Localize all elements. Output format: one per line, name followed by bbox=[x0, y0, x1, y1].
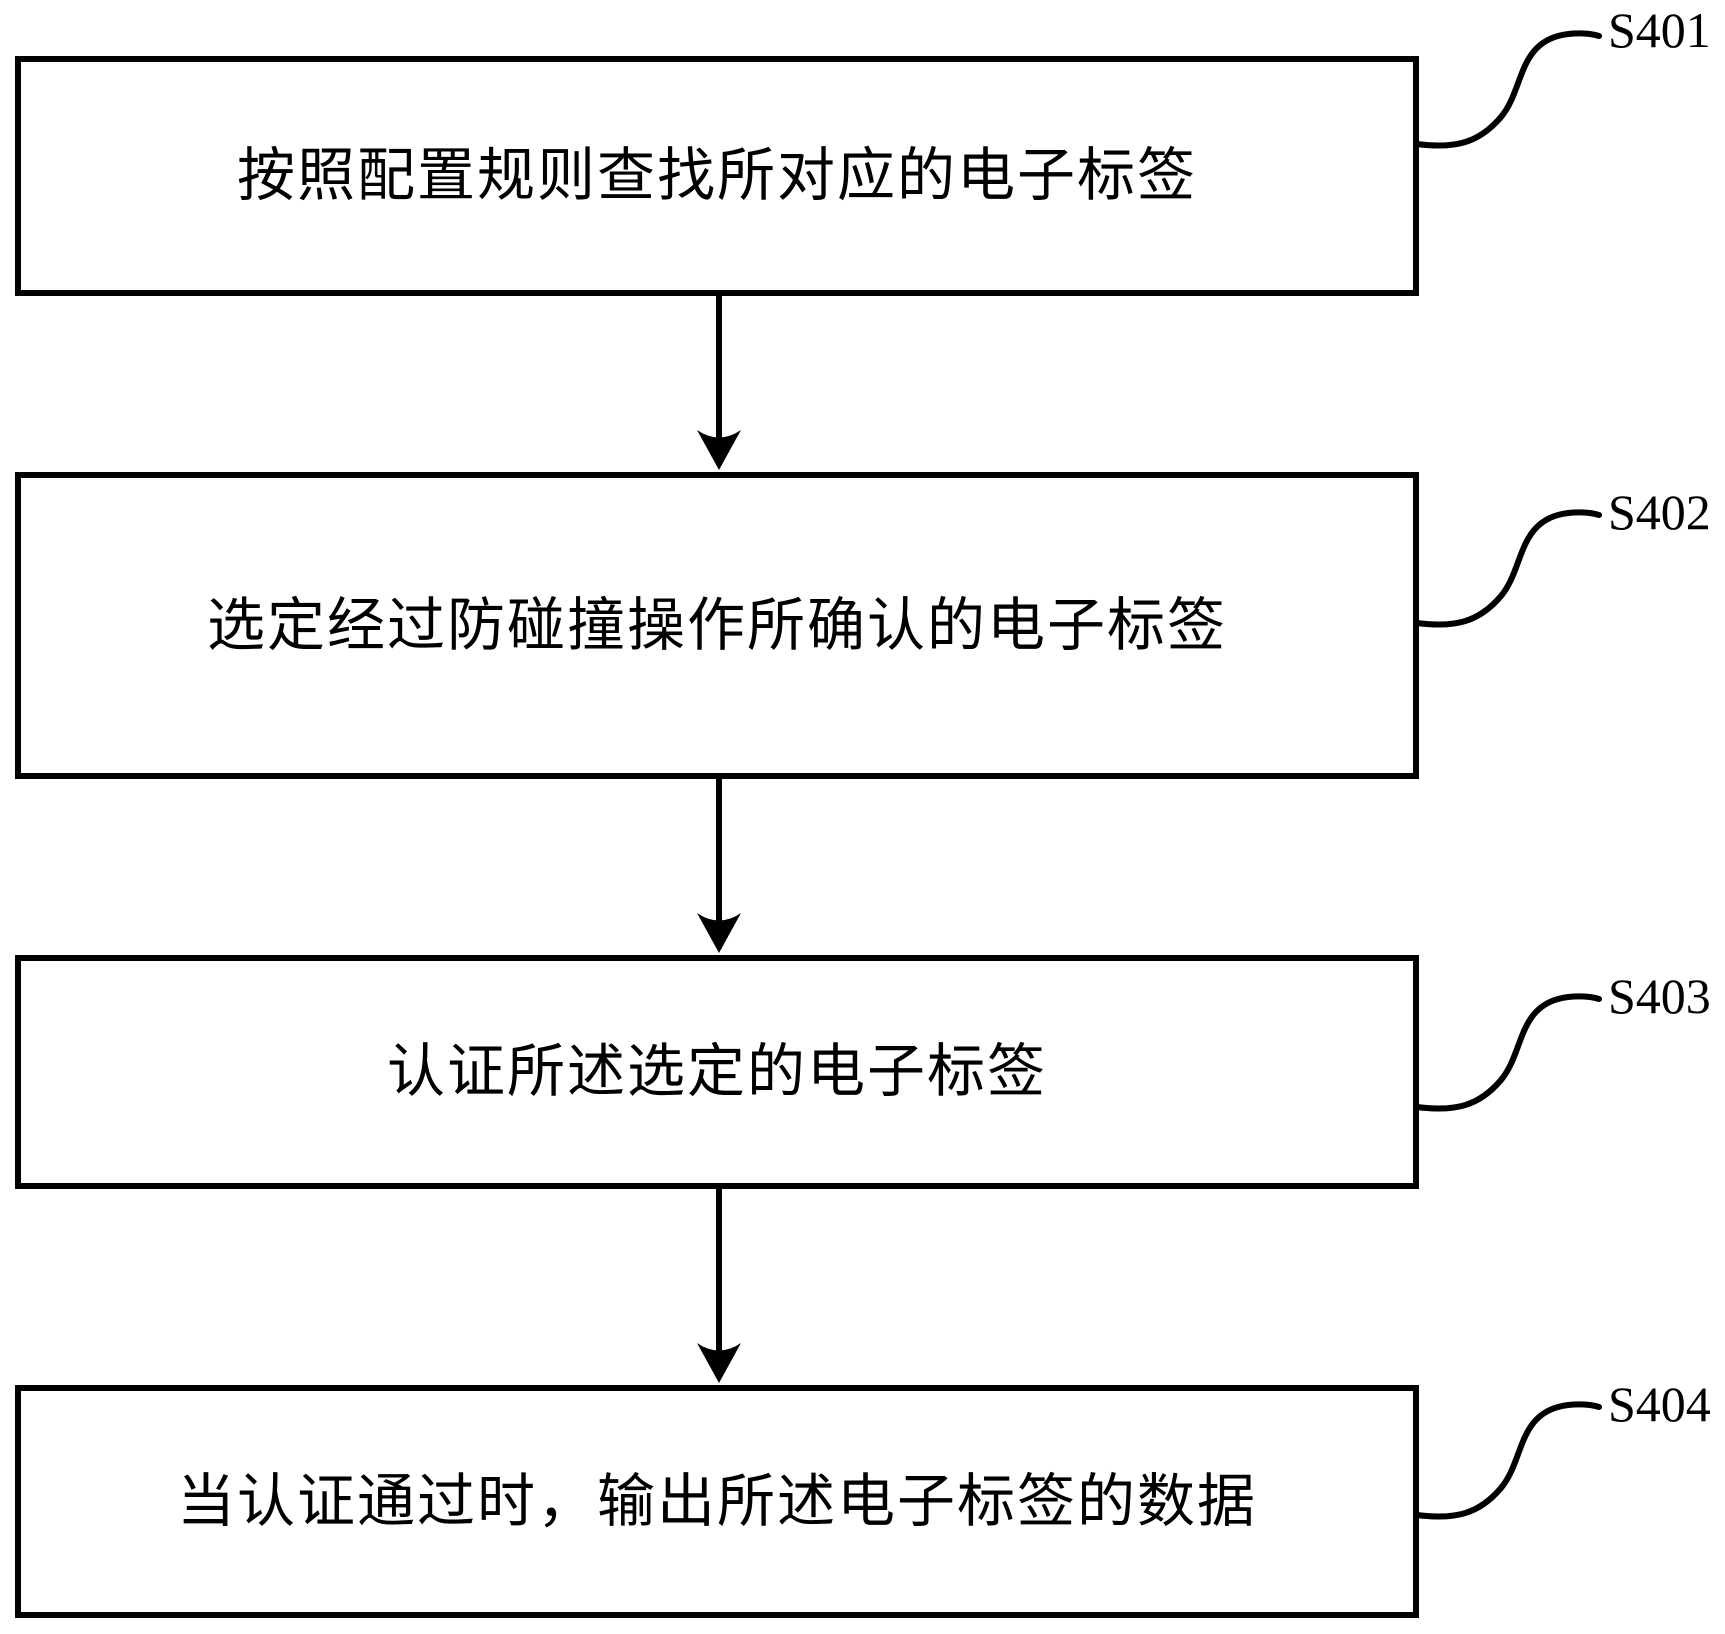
callout-curve-s403 bbox=[1414, 993, 1602, 1112]
callout-curve-s401 bbox=[1414, 30, 1602, 149]
step-box-label: 按照配置规则查找所对应的电子标签 bbox=[236, 143, 1197, 209]
flow-arrow-1 bbox=[697, 294, 741, 470]
step-box-label: 当认证通过时，输出所述电子标签的数据 bbox=[176, 1468, 1257, 1534]
step-tag-s402: S402 bbox=[1608, 484, 1711, 540]
step-box-label: 认证所述选定的电子标签 bbox=[386, 1039, 1047, 1105]
arrow-head-icon bbox=[697, 1343, 741, 1383]
step-tag-s404: S404 bbox=[1608, 1376, 1711, 1432]
step-tag-s401: S401 bbox=[1608, 2, 1711, 58]
callout-curve-s402 bbox=[1414, 509, 1602, 628]
flow-arrow-2 bbox=[697, 777, 741, 953]
step-box-label: 选定经过防碰撞操作所确认的电子标签 bbox=[206, 592, 1227, 658]
step-box-s402: 选定经过防碰撞操作所确认的电子标签 bbox=[15, 472, 1419, 779]
step-box-s403: 认证所述选定的电子标签 bbox=[15, 955, 1419, 1189]
arrow-head-icon bbox=[697, 913, 741, 953]
step-tag-s403: S403 bbox=[1608, 968, 1711, 1024]
arrow-head-icon bbox=[697, 430, 741, 470]
callout-curve-s404 bbox=[1414, 1401, 1602, 1520]
step-box-s401: 按照配置规则查找所对应的电子标签 bbox=[15, 56, 1419, 296]
step-box-s404: 当认证通过时，输出所述电子标签的数据 bbox=[15, 1385, 1419, 1618]
flow-arrow-3 bbox=[697, 1187, 741, 1383]
